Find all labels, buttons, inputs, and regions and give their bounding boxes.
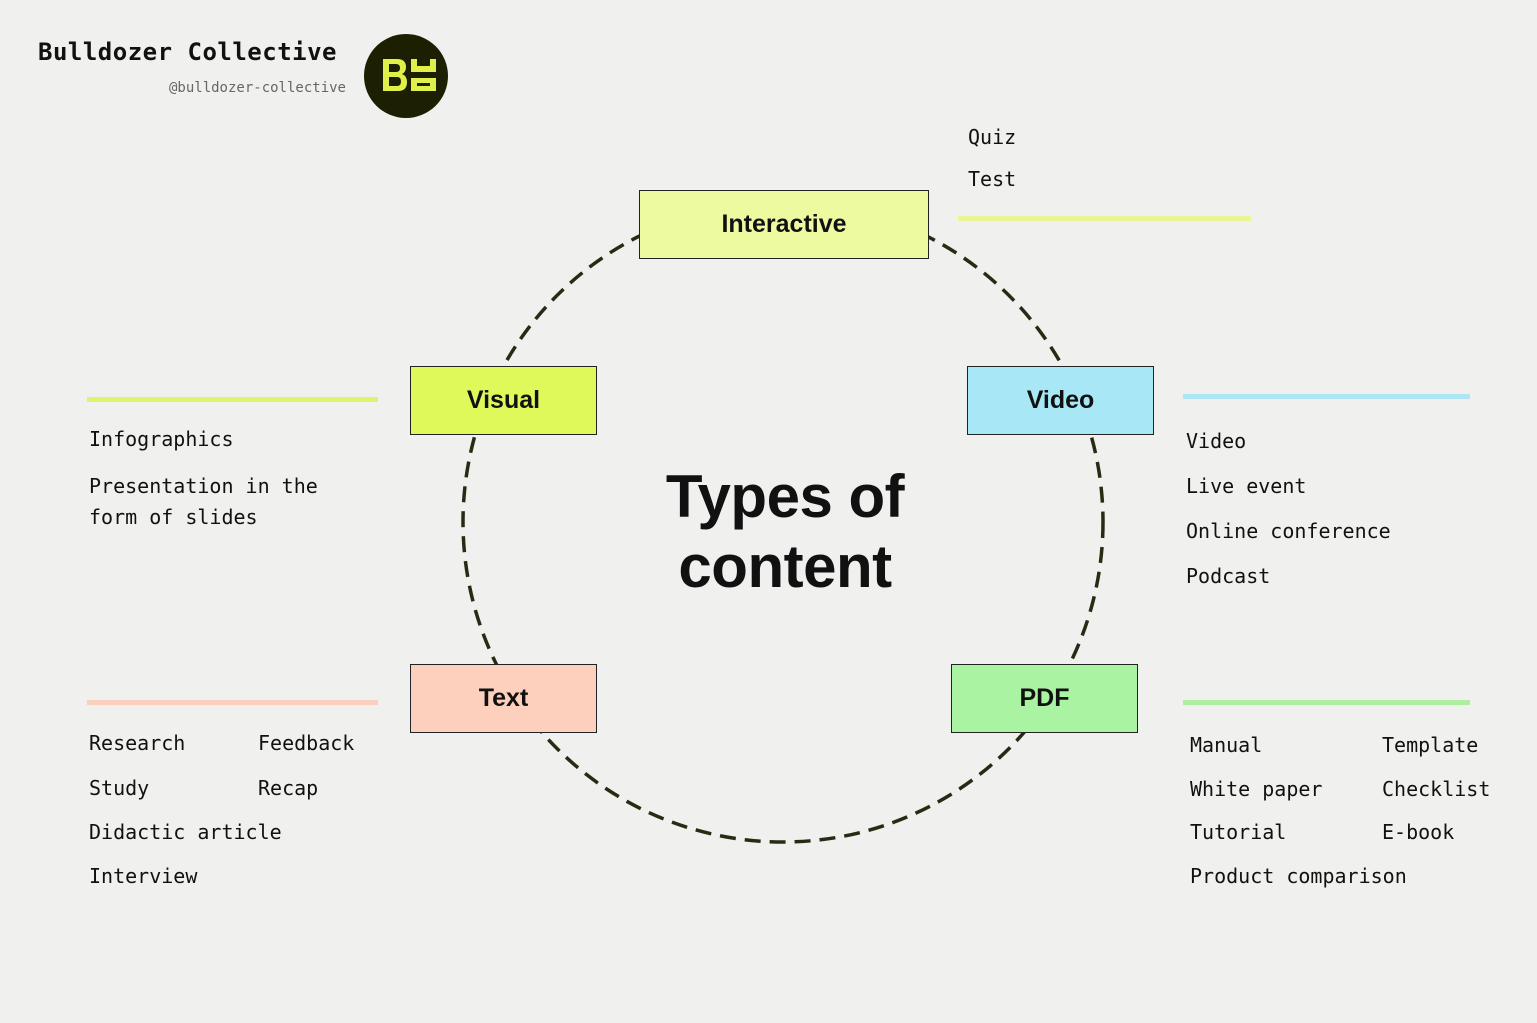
pdf-item-white-paper: White paper (1190, 777, 1323, 801)
visual-item-presentation-cont: form of slides (89, 505, 258, 529)
video-item-live-event: Live event (1186, 474, 1307, 498)
text-item-research: Research (89, 731, 186, 755)
node-pdf: PDF (951, 664, 1138, 733)
video-item-online-conference: Online conference (1186, 519, 1391, 543)
pdf-item-checklist: Checklist (1382, 777, 1491, 801)
text-item-study: Study (89, 776, 150, 800)
diagram-title: Types of content (600, 462, 970, 602)
node-text: Text (410, 664, 597, 733)
visual-item-presentation: Presentation in the (89, 474, 318, 498)
pdf-item-tutorial: Tutorial (1190, 820, 1287, 844)
title-line-1: Types of (665, 463, 905, 530)
title-line-2: content (678, 533, 892, 600)
text-item-feedback: Feedback (258, 731, 355, 755)
brand-name: Bulldozer Collective (38, 38, 337, 66)
node-video: Video (967, 366, 1154, 435)
visual-divider (87, 397, 378, 402)
pdf-item-template: Template (1382, 733, 1479, 757)
pdf-item-product-comparison: Product comparison (1190, 864, 1407, 888)
logo-mark-icon (383, 59, 436, 91)
pdf-item-e-book: E-book (1382, 820, 1455, 844)
text-item-didactic-article: Didactic article (89, 820, 282, 844)
interactive-item-test: Test (968, 167, 1017, 191)
node-visual: Visual (410, 366, 597, 435)
node-interactive: Interactive (639, 190, 929, 259)
video-item-video: Video (1186, 429, 1247, 453)
visual-item-infographics: Infographics (89, 427, 234, 451)
text-item-interview: Interview (89, 864, 198, 888)
brand-handle: @bulldozer-collective (168, 80, 346, 96)
video-item-podcast: Podcast (1186, 564, 1271, 588)
brand-logo (364, 34, 448, 118)
pdf-divider (1183, 700, 1470, 705)
text-item-recap: Recap (258, 776, 319, 800)
interactive-divider (958, 216, 1251, 221)
pdf-item-manual: Manual (1190, 733, 1263, 757)
interactive-item-quiz: Quiz (968, 125, 1017, 149)
video-divider (1183, 394, 1470, 399)
text-divider (87, 700, 378, 705)
